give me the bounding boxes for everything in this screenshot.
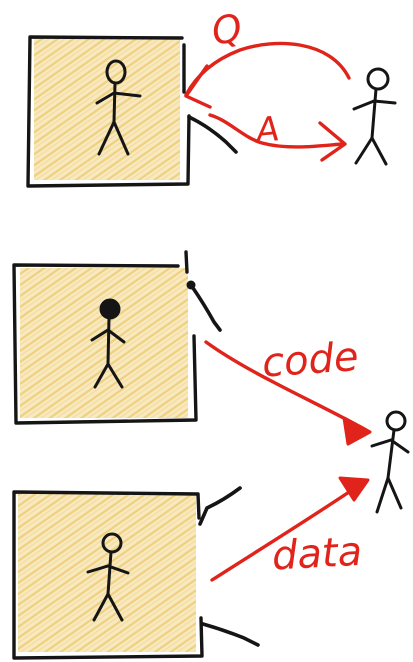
- person-receiver: [370, 410, 410, 514]
- data-arrow: [210, 480, 366, 582]
- person-outside-1: [352, 67, 397, 166]
- box-1-outline: [26, 35, 191, 188]
- box-1-lever: [187, 115, 238, 154]
- question-label: Q: [208, 5, 245, 54]
- code-label: code: [261, 334, 360, 387]
- box-3-fill: [18, 494, 196, 652]
- panel-data: data: [12, 476, 370, 660]
- box-2-lever: [191, 286, 222, 332]
- data-label: data: [271, 529, 363, 580]
- box-3-lever-bottom: [201, 622, 260, 647]
- panel-code: code: [12, 250, 372, 446]
- box-2-fill: [20, 268, 188, 418]
- question-arrowhead: [184, 64, 212, 109]
- person-in-box-2: [90, 298, 126, 389]
- question-arrow: [184, 41, 351, 97]
- data-arrowhead: [338, 476, 370, 502]
- answer-label: A: [252, 109, 281, 151]
- person-in-box-3: [86, 532, 130, 622]
- panel-question-answer: Q A: [26, 5, 397, 188]
- person-in-box-1: [95, 59, 142, 156]
- box-1-fill: [34, 38, 180, 180]
- box-3-outline: [12, 490, 204, 660]
- box-2-outline: [12, 250, 198, 425]
- code-arrowhead: [342, 416, 372, 446]
- answer-arrow: [208, 113, 344, 149]
- answer-arrowhead: [318, 121, 347, 162]
- box-3-lever-top: [198, 486, 242, 526]
